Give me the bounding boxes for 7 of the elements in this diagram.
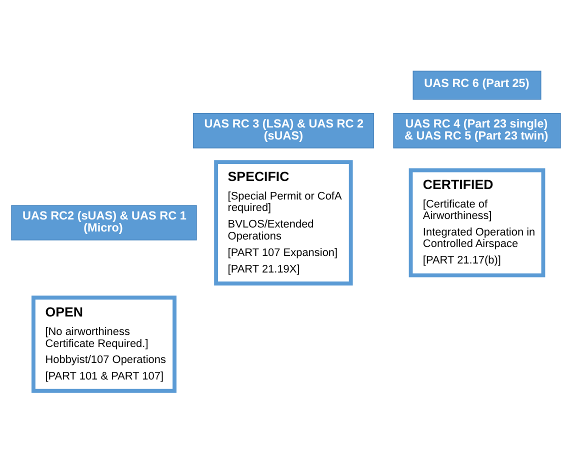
- node-box: SPECIFIC [Special Permit or CofA required] BVLOS/Extended Operations [PART 107 Expansion] [PART 21.19X]: [214, 160, 353, 286]
- node-box: UAS RC 6 (Part 25): [412, 70, 542, 100]
- node-box: OPEN [No airworthiness Certificate Required.] Hobbyist/107 Operations [PART 101 & PART 107]: [32, 296, 176, 393]
- node-box: UAS RC 4 (Part 23 single) & UAS RC 5 (Part 23 twin): [393, 113, 561, 148]
- node-box: UAS RC 3 (LSA) & UAS RC 2 (sUAS): [192, 113, 374, 148]
- node-box: CERTIFIED [Certificate of Airworthiness] Integrated Operation in Controlled Airspace [PART 21.17(b)]: [408, 168, 546, 278]
- node-box: UAS RC2 (sUAS) & UAS RC 1 (Micro): [11, 205, 197, 240]
